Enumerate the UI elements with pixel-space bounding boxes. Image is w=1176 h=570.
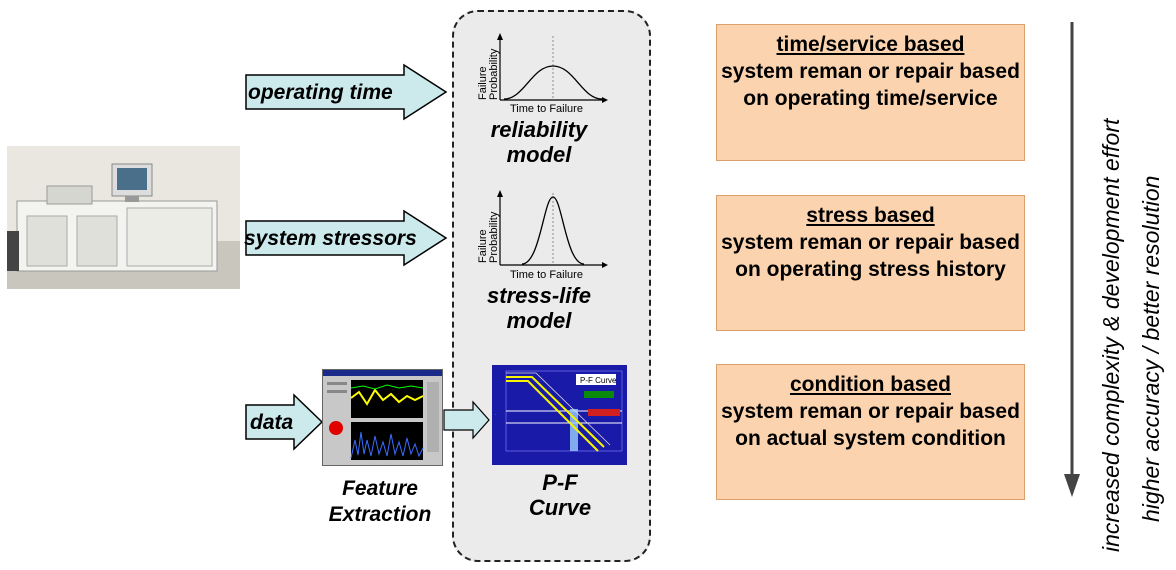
operating-time-arrow: operating time [244,63,449,121]
reliability-line1: reliability [490,117,588,142]
down-arrow [1062,22,1082,498]
feature-to-pf-arrow [443,400,491,440]
operating-time-label: operating time [248,81,393,104]
complexity-effort-text: increased complexity & development effor… [1098,118,1124,552]
data-arrow: data [244,393,324,451]
stress-life-graph: Time to Failure FailureProbability [462,185,612,281]
condition-based-heading: condition based [789,373,951,396]
time-service-box: time/service based system reman or repai… [716,24,1025,161]
reliability-x-axis-label: Time to Failure [510,103,583,113]
condition-based-text: system reman or repair based on actual s… [721,400,1020,450]
reliability-line2: model [506,142,572,167]
pf-line2: Curve [528,495,592,520]
stress-based-text: system reman or repair based on operatin… [721,231,1020,281]
pf-chart-title: P-F Curve [580,376,617,385]
feature-extraction-line1: Feature [342,477,418,500]
stress-life-model-label: stress-life model [466,283,612,333]
stress-life-line2: model [506,308,572,333]
time-service-heading: time/service based [776,33,965,56]
stress-life-x-axis-label: Time to Failure [510,269,583,280]
reliability-y-axis-label: FailureProbability [477,48,500,100]
system-stressors-arrow: system stressors [244,209,449,267]
pf-line1: P-F [542,470,578,495]
system-stressors-label: system stressors [244,227,417,250]
reliability-graph: Time to Failure FailureProbability [462,28,612,115]
model-panel [452,10,651,562]
stress-life-y-axis-label: FailureProbability [477,211,500,263]
stress-based-box: stress based system reman or repair base… [716,195,1025,331]
data-label: data [250,411,294,434]
stress-based-heading: stress based [806,204,935,227]
feature-extraction-label: Feature Extraction [300,476,460,528]
feature-extraction-screen [322,369,443,466]
svg-text:.: . [492,414,497,415]
stress-life-line1: stress-life [487,283,591,308]
pf-curve-chart: P-F Curve . [492,365,627,465]
reliability-model-label: reliability model [469,117,609,167]
printer-photo [7,146,240,289]
pf-curve-label: P-F Curve [480,470,640,520]
feature-extraction-line2: Extraction [328,503,432,526]
condition-based-box: condition based system reman or repair b… [716,364,1025,500]
accuracy-resolution-text: higher accuracy / better resolution [1138,175,1164,522]
time-service-text: system reman or repair based on operatin… [721,60,1020,110]
